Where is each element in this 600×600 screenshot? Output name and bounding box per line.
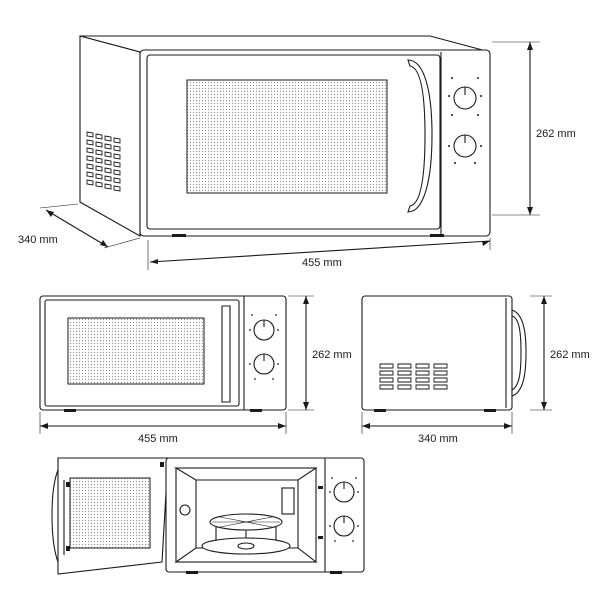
front-door [44,299,240,407]
vent-slot [104,151,112,158]
vent-slot [397,370,412,376]
iso-foot [172,234,186,237]
open-door-window-mesh [69,477,151,549]
vent-slot [86,131,94,138]
vent-slot [379,384,394,390]
vent-slot [104,183,112,190]
front-door-handle [221,305,231,403]
vent-slot [415,363,430,369]
iso-height-dimension: 262 mm [492,41,576,216]
iso-depth-label: 340 mm [18,234,58,246]
vent-slot [415,384,430,390]
vent-slot [104,175,112,182]
vent-slot [379,363,394,369]
vent-slot [95,165,103,172]
front-window-mesh [67,317,205,385]
open-panel-symbols [329,477,359,542]
vent-slot [113,153,121,160]
side-depth-label: 340 mm [418,433,458,445]
vent-slot [433,377,448,383]
iso-width-label: 455 mm [302,257,342,269]
front-foot [64,409,76,412]
cavity-light [179,504,191,516]
vent-slot [113,161,121,168]
side-view: 340 mm 262 mm [361,295,590,445]
front-foot [250,409,262,412]
iso-door-handle [407,59,433,213]
front-height-label: 262 mm [312,349,352,361]
vent-slot [95,173,103,180]
turntable [201,537,291,555]
front-width-dimension: 455 mm [39,412,287,445]
vent-slot [397,377,412,383]
vent-slot [415,377,430,383]
vent-slot [104,135,112,142]
side-foot [374,409,386,412]
vent-slot [415,370,430,376]
side-door-handle [511,309,527,397]
iso-foot [430,234,444,237]
vent-slot [95,133,103,140]
front-panel-symbols [249,314,279,380]
vent-slot [86,171,94,178]
isometric-view: 262 mm 340 mm 455 mm [18,35,576,270]
vent-slot [397,363,412,369]
front-height-dimension: 262 mm [288,295,352,411]
open-door-view [51,457,365,575]
front-view: 455 mm 262 mm [39,295,352,445]
vent-slot [86,179,94,186]
vent-slot [86,155,94,162]
iso-width-dimension: 455 mm [147,238,491,270]
door-latch-slot [318,536,323,539]
iso-panel-symbols [448,77,482,164]
vent-slot [379,370,394,376]
iso-depth-dimension: 340 mm [18,203,141,249]
vent-slot [113,169,121,176]
door-latch-slot [318,486,323,489]
open-door-edge [51,469,59,563]
side-body [361,295,513,411]
side-depth-dimension: 340 mm [361,412,513,445]
side-vents [379,363,448,390]
vent-slot [95,157,103,164]
vent-slot [379,377,394,383]
vent-slot [113,145,121,152]
vent-slot [95,141,103,148]
vent-slot [104,167,112,174]
vent-slot [113,137,121,144]
side-foot [484,409,496,412]
vent-slot [113,185,121,192]
waveguide-cover [281,487,295,515]
iso-door [146,54,441,230]
vent-slot [433,384,448,390]
vent-slot [113,177,121,184]
vent-slot [86,147,94,154]
iso-side-face [79,35,141,237]
vent-slot [397,384,412,390]
vent-slot [104,159,112,166]
side-height-label: 262 mm [550,349,590,361]
iso-height-label: 262 mm [536,128,576,140]
side-height-dimension: 262 mm [530,295,590,411]
iso-side-vents [86,131,121,192]
vent-slot [104,143,112,150]
vent-slot [95,149,103,156]
vent-slot [433,363,448,369]
vent-slot [433,370,448,376]
front-width-label: 455 mm [138,433,178,445]
vent-slot [86,163,94,170]
vent-slot [86,139,94,146]
iso-window-mesh [186,79,388,194]
vent-slot [95,181,103,188]
